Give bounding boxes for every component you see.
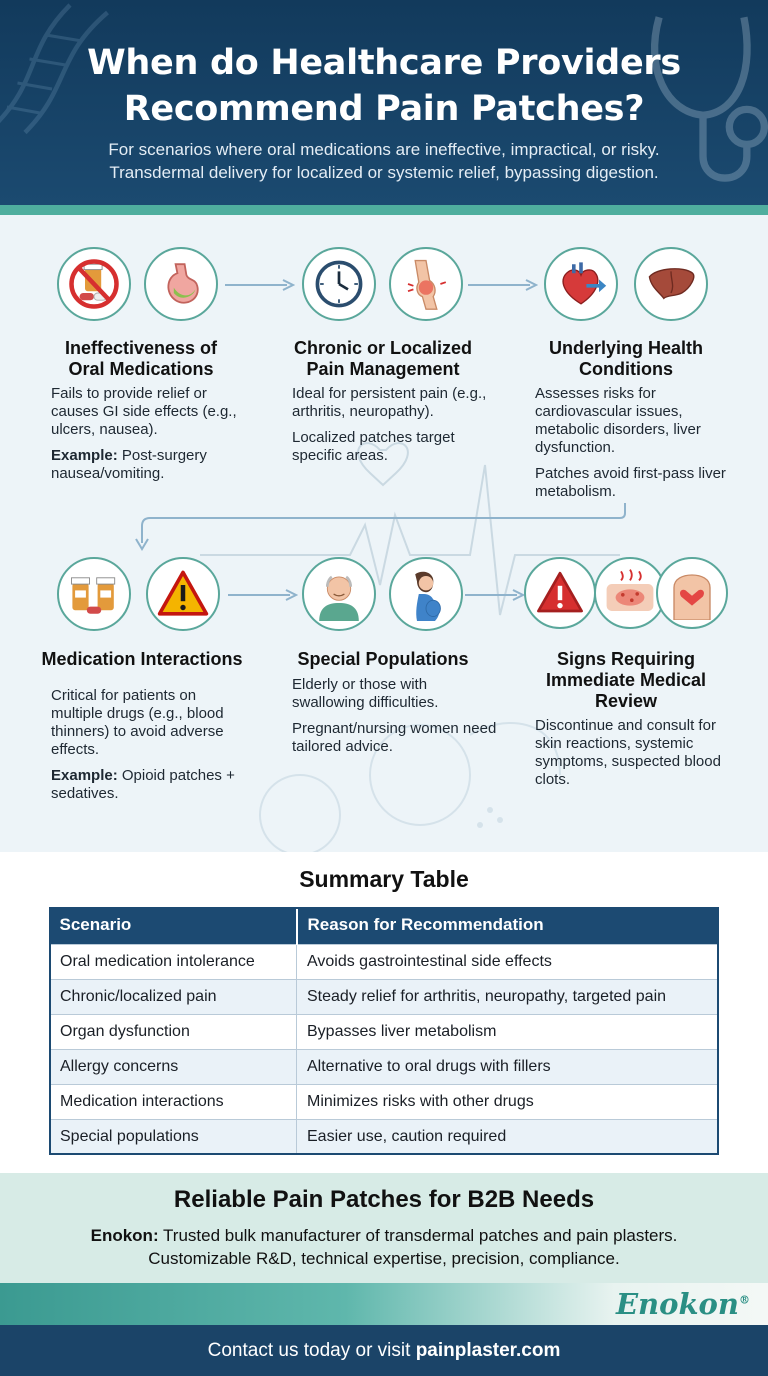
b2b-section	[0, 1173, 768, 1283]
flow-arrow	[228, 589, 298, 601]
table-cell: Organ dysfunction	[49, 1013, 297, 1050]
elderly-man-icon	[302, 557, 376, 631]
card-description: Critical for patients on multiple drugs …	[51, 687, 235, 802]
table-cell: Minimizes risks with other drugs	[296, 1083, 719, 1120]
medicine-bottles-icon	[57, 557, 131, 631]
table-cell: Bypasses liver metabolism	[296, 1013, 719, 1050]
table-row: Allergy concerns Alternative to oral dru…	[49, 1048, 719, 1085]
heart-icon	[544, 247, 618, 321]
warning-icon	[146, 557, 220, 631]
summary-table: Scenario Reason for Recommendation Oral …	[49, 907, 719, 1155]
card-description: Discontinue and consult for skin reactio…	[535, 717, 721, 788]
table-cell: Oral medication intolerance	[49, 943, 297, 980]
card-title: Chronic or Localized Pain Management	[293, 338, 473, 379]
table-cell: Alternative to oral drugs with fillers	[296, 1048, 719, 1085]
no-pills-icon	[57, 247, 131, 321]
column-header-scenario: Scenario	[49, 907, 297, 944]
card-title: Medication Interactions	[41, 649, 243, 669]
flow-arrow	[225, 279, 295, 291]
alert-icon	[524, 557, 596, 629]
table-row: Medication interactions Minimizes risks …	[49, 1083, 719, 1120]
page-title: When do Healthcare Providers Recommend P…	[87, 43, 681, 129]
column-header-reason: Reason for Recommendation	[295, 907, 719, 944]
table-cell: Avoids gastrointestinal side effects	[296, 943, 719, 980]
card-description: Ideal for persistent pain (e.g., arthrit…	[292, 385, 487, 464]
header-banner: When do Healthcare Providers Recommend P…	[0, 0, 768, 205]
flow-return-arrow	[135, 503, 626, 551]
table-cell: Chronic/localized pain	[49, 978, 297, 1015]
table-row: Oral medication intolerance Avoids gastr…	[49, 943, 719, 980]
liver-icon	[634, 247, 708, 321]
chest-heart-icon	[656, 557, 728, 629]
company-name: Enokon:	[90, 1226, 159, 1245]
stethoscope-icon	[651, 16, 768, 182]
knee-pain-icon	[389, 247, 463, 321]
table-cell: Medication interactions	[49, 1083, 297, 1120]
card-description: Fails to provide relief or causes GI sid…	[51, 385, 237, 482]
b2b-description: Enokon: Trusted bulk manufacturer of tra…	[90, 1226, 678, 1268]
website-link[interactable]: painplaster.com	[415, 1340, 561, 1361]
card-description: Elderly or those with swallowing difficu…	[292, 676, 497, 755]
skin-reaction-icon	[594, 557, 666, 629]
page-subtitle: For scenarios where oral medications are…	[108, 140, 660, 182]
table-cell: Easier use, caution required	[296, 1118, 719, 1155]
flow-arrow	[468, 279, 538, 291]
card-title: Special Populations	[297, 649, 469, 669]
pregnant-woman-icon	[389, 557, 463, 631]
scenarios-panel: Ineffectiveness of Oral Medications Fail…	[0, 215, 768, 852]
table-cell: Allergy concerns	[49, 1048, 297, 1085]
flow-arrow	[465, 589, 525, 601]
brand-logo: Enokon®	[615, 1287, 750, 1321]
card-title: Underlying Health Conditions	[548, 338, 704, 379]
card-description: Assesses risks for cardiovascular issues…	[535, 385, 726, 500]
card-title: Ineffectiveness of Oral Medications	[64, 338, 218, 379]
table-cell: Steady relief for arthritis, neuropathy,…	[296, 978, 719, 1015]
summary-table-title: Summary Table	[299, 866, 469, 892]
b2b-title: Reliable Pain Patches for B2B Needs	[173, 1186, 595, 1213]
dna-icon	[0, 3, 109, 135]
ecg-background-icon	[200, 442, 620, 852]
contact-bar: Contact us today or visit painplaster.co…	[0, 1325, 768, 1376]
stomach-icon	[144, 247, 218, 321]
brand-bar	[0, 1283, 768, 1325]
table-row: Organ dysfunction Bypasses liver metabol…	[49, 1013, 719, 1050]
header-divider	[0, 205, 768, 215]
table-row: Chronic/localized pain Steady relief for…	[49, 978, 719, 1015]
table-row: Special populations Easier use, caution …	[49, 1118, 719, 1155]
card-title: Signs Requiring Immediate Medical Review	[545, 649, 707, 711]
table-header-row: Scenario Reason for Recommendation	[49, 907, 719, 944]
table-cell: Special populations	[49, 1118, 297, 1155]
clock-icon	[302, 247, 376, 321]
